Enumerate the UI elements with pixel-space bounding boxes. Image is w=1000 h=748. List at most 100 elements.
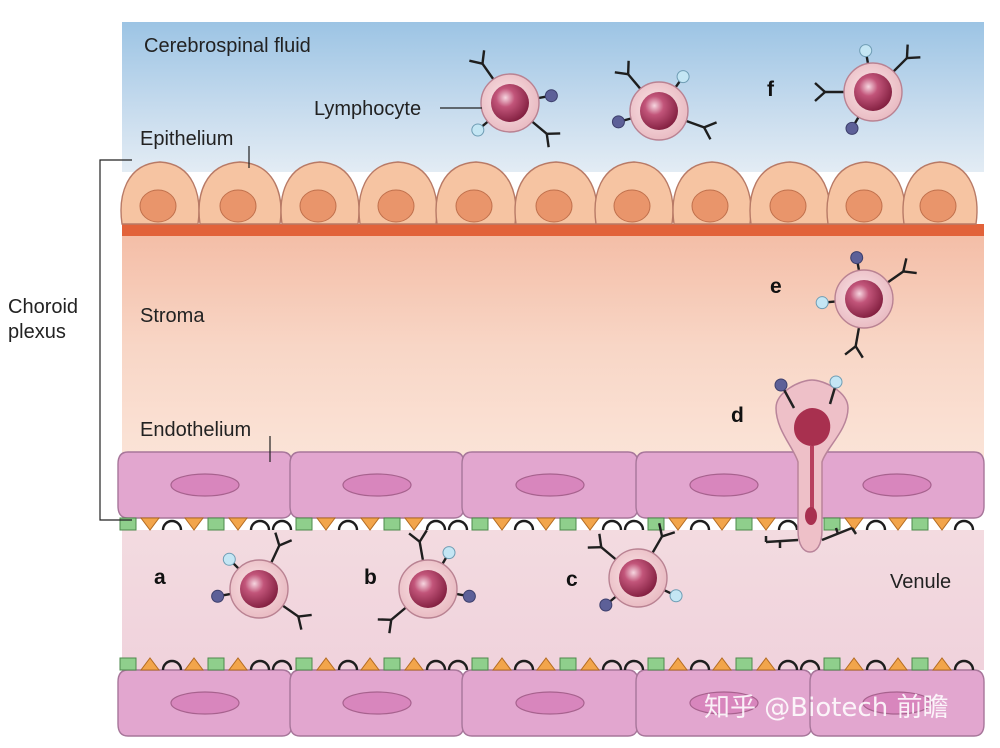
epithelial-nucleus — [299, 189, 337, 223]
adhesion-triangle — [668, 657, 688, 671]
adhesion-square — [559, 517, 577, 531]
adhesion-triangle — [316, 657, 336, 671]
panel-label-b: b — [364, 566, 377, 589]
lymphocyte-a — [211, 532, 312, 630]
adhesion-arc — [689, 659, 711, 671]
epithelial-nucleus — [691, 189, 729, 223]
adhesion-triangle — [536, 657, 556, 671]
adhesion-arc — [513, 659, 535, 671]
adhesion-square — [735, 517, 753, 531]
adhesion-arc — [623, 659, 645, 671]
adhesion-molecules-upper — [119, 517, 975, 531]
adhesion-triangle — [404, 517, 424, 531]
adhesion-arc — [425, 659, 447, 671]
adhesion-square — [383, 657, 401, 671]
lymphocyte-f — [814, 44, 921, 135]
epithelial-nucleus — [377, 189, 415, 223]
adhesion-triangle — [492, 657, 512, 671]
adhesion-triangle — [228, 517, 248, 531]
endothelial-nucleus — [689, 691, 759, 715]
adhesion-triangle — [360, 657, 380, 671]
endothelium-lower-layer — [117, 669, 985, 737]
choroid-plexus-bracket — [99, 159, 132, 521]
endothelial-nucleus — [862, 691, 932, 715]
stroma-label: Stroma — [140, 305, 205, 327]
csf-label: Cerebrospinal fluid — [144, 35, 311, 57]
adhesion-molecules-lower — [119, 657, 975, 671]
adhesion-arc — [271, 519, 293, 531]
endothelial-nucleus — [515, 473, 585, 497]
adhesion-square — [383, 517, 401, 531]
endothelial-nucleus — [862, 473, 932, 497]
epithelial-nucleus — [455, 189, 493, 223]
adhesion-square — [911, 517, 929, 531]
endothelial-nucleus — [689, 473, 759, 497]
adhesion-square — [559, 657, 577, 671]
adhesion-square — [647, 517, 665, 531]
adhesion-square — [823, 657, 841, 671]
adhesion-square — [735, 657, 753, 671]
adhesion-arc — [953, 659, 975, 671]
epithelial-nucleus — [769, 189, 807, 223]
adhesion-arc — [777, 519, 799, 531]
panel-label-d: d — [731, 404, 744, 427]
adhesion-triangle — [580, 517, 600, 531]
endothelial-nucleus — [170, 473, 240, 497]
basement-membrane — [122, 224, 984, 236]
adhesion-arc — [337, 519, 359, 531]
adhesion-triangle — [184, 517, 204, 531]
venule-label: Venule — [890, 571, 951, 593]
epithelium-layer — [120, 161, 984, 236]
adhesion-triangle — [756, 657, 776, 671]
adhesion-triangle — [140, 657, 160, 671]
adhesion-square — [119, 657, 137, 671]
adhesion-square — [823, 517, 841, 531]
adhesion-square — [295, 517, 313, 531]
adhesion-square — [471, 657, 489, 671]
epithelial-nucleus — [613, 189, 651, 223]
adhesion-arc — [865, 659, 887, 671]
adhesion-arc — [777, 659, 799, 671]
lymphocyte-csf-2 — [611, 60, 718, 141]
endothelium-label: Endothelium — [140, 419, 251, 441]
adhesion-arc — [337, 659, 359, 671]
epithelium-label: Epithelium — [140, 128, 233, 150]
adhesion-square — [295, 657, 313, 671]
adhesion-arc — [161, 519, 183, 531]
adhesion-triangle — [712, 517, 732, 531]
adhesion-arc — [447, 659, 469, 671]
endothelial-nucleus — [342, 691, 412, 715]
adhesion-square — [647, 657, 665, 671]
adhesion-arc — [249, 659, 271, 671]
adhesion-triangle — [536, 517, 556, 531]
panel-label-a: a — [154, 566, 166, 589]
watermark: 知乎 @Biotech 前瞻 — [704, 693, 948, 723]
endothelial-nucleus — [342, 473, 412, 497]
epithelial-nucleus — [919, 189, 957, 223]
endothelial-nucleus — [515, 691, 585, 715]
adhesion-triangle — [184, 657, 204, 671]
adhesion-triangle — [580, 657, 600, 671]
adhesion-triangle — [888, 657, 908, 671]
endothelial-nucleus — [170, 691, 240, 715]
adhesion-arc — [513, 519, 535, 531]
adhesion-triangle — [888, 517, 908, 531]
adhesion-triangle — [932, 517, 952, 531]
adhesion-arc — [689, 519, 711, 531]
adhesion-triangle — [316, 517, 336, 531]
adhesion-triangle — [228, 657, 248, 671]
adhesion-square — [911, 657, 929, 671]
adhesion-arc — [425, 519, 447, 531]
adhesion-arc — [601, 659, 623, 671]
choroid-plexus-label-line2: plexus — [8, 321, 66, 343]
choroid-plexus-label-line1: Choroid — [8, 296, 78, 318]
panel-label-c: c — [566, 568, 578, 591]
adhesion-square — [471, 517, 489, 531]
lymphocyte-b — [377, 529, 476, 634]
adhesion-square — [119, 517, 137, 531]
adhesion-arc — [865, 519, 887, 531]
adhesion-triangle — [668, 517, 688, 531]
lymphocyte-e — [815, 251, 917, 359]
adhesion-triangle — [140, 517, 160, 531]
